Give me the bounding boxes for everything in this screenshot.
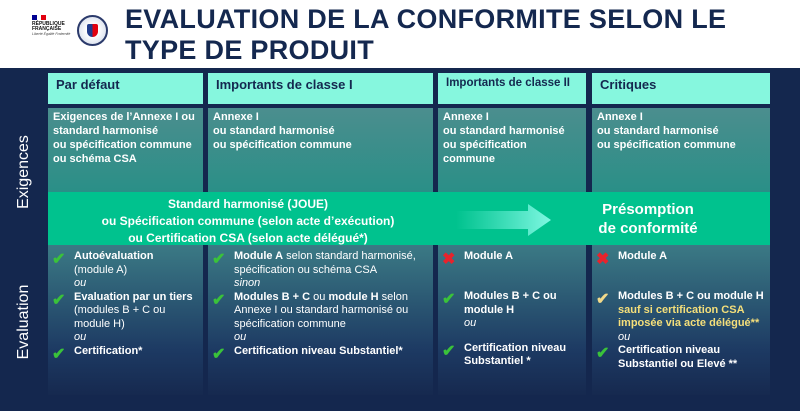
check-icon: ✔	[52, 251, 66, 268]
republique-francaise-logo: RÉPUBLIQUE FRANÇAISE Liberté Égalité Fra…	[32, 15, 72, 36]
column-header-class-2: Importants de classe II	[438, 73, 586, 104]
column-header-class-1: Importants de classe I	[208, 73, 433, 104]
row-label-evaluation: Evaluation	[15, 284, 32, 360]
column-header-critical: Critiques	[592, 73, 770, 104]
check-icon: ✔	[596, 345, 610, 362]
anssi-seal-logo	[77, 15, 108, 46]
check-icon: ✔	[442, 342, 456, 360]
check-icon: ✔	[212, 345, 226, 363]
evaluation-default: ✔Autoévaluation(module A) ou ✔Evaluation…	[48, 245, 203, 395]
conditional-check-icon: ✔	[596, 291, 610, 308]
evaluation-class-1: ✔Module A selon standard harmonisé, spéc…	[208, 245, 433, 395]
check-icon: ✔	[212, 251, 226, 268]
column-header-default: Par défaut	[48, 73, 203, 104]
page-title-line-1: EVALUATION DE LA CONFORMITE SELON LE	[125, 4, 727, 34]
presumption-band: Standard harmonisé (JOUE)ou Spécificatio…	[48, 192, 770, 245]
row-label-exigences: Exigences	[15, 135, 32, 209]
arrow-right-icon	[456, 204, 551, 236]
check-icon: ✔	[52, 291, 66, 309]
cross-icon: ✖	[596, 251, 610, 268]
check-icon: ✔	[52, 345, 66, 363]
cross-icon: ✖	[442, 251, 456, 268]
evaluation-critical: ✖Module A ✔Modules B + C ou module H sau…	[592, 245, 770, 395]
evaluation-class-2: ✖Module A ✔Modules B + C ou module H ou …	[438, 245, 586, 395]
conformity-table: Exigences Evaluation Par défaut Importan…	[0, 68, 800, 411]
header: RÉPUBLIQUE FRANÇAISE Liberté Égalité Fra…	[0, 0, 800, 68]
check-icon: ✔	[442, 291, 456, 308]
page-title-line-2: TYPE DE PRODUIT	[125, 35, 375, 65]
check-icon: ✔	[212, 291, 226, 309]
standards-text: Standard harmonisé (JOUE)ou Spécificatio…	[101, 197, 395, 245]
